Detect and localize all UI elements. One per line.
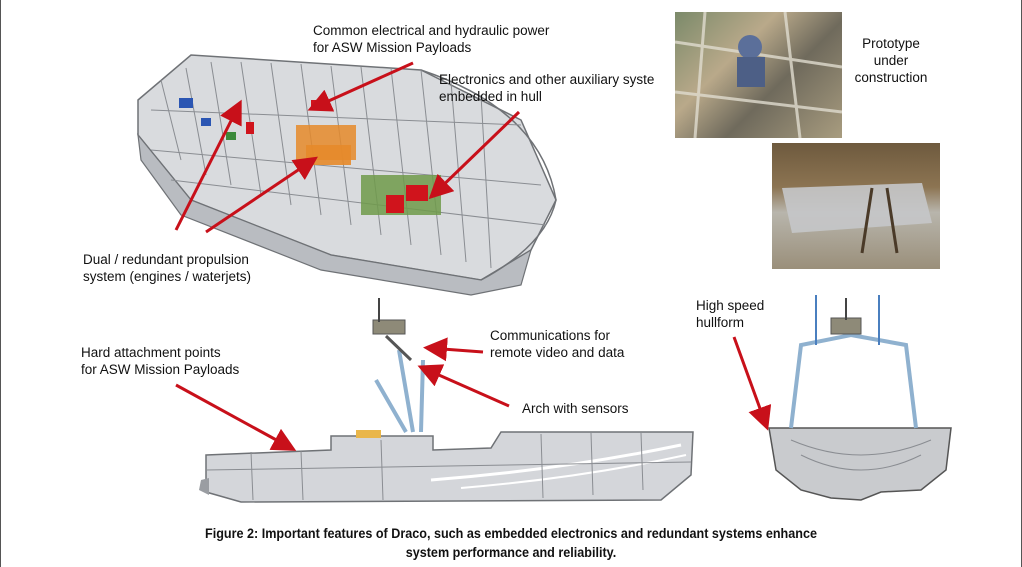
front-view-illustration <box>768 295 952 501</box>
label-communications: Communications for remote video and data <box>490 328 625 360</box>
label-electronics: Electronics and other auxiliary syste em… <box>439 72 655 104</box>
orange-power-unit <box>306 145 351 165</box>
label-common-power: Common electrical and hydraulic power fo… <box>313 23 550 55</box>
label-arch: Arch with sensors <box>522 401 629 416</box>
red-component <box>246 122 254 134</box>
red-component <box>386 195 404 213</box>
label-hullform: High speed hullform <box>696 298 765 330</box>
arrow-communications <box>423 337 484 362</box>
equipment-block <box>179 98 193 108</box>
figure-caption: Figure 2: Important features of Draco, s… <box>205 525 817 560</box>
side-profile-illustration <box>199 298 694 503</box>
arrow-propulsion-2 <box>205 156 318 234</box>
prototype-photo-bottom <box>772 143 940 269</box>
label-attachment: Hard attachment points for ASW Mission P… <box>81 345 240 377</box>
arrow-arch <box>417 364 510 408</box>
prototype-photo-top <box>675 12 842 138</box>
label-prototype: Prototype under construction <box>854 36 928 85</box>
radar-dome <box>372 319 406 335</box>
arrow-propulsion-1 <box>174 99 242 231</box>
arrow-hullform <box>732 336 772 431</box>
arrow-attachment <box>175 383 297 451</box>
red-component <box>406 185 428 201</box>
arrow-common-power <box>307 61 414 112</box>
label-propulsion: Dual / redundant propulsion system (engi… <box>83 252 252 284</box>
arrow-electronics <box>428 110 521 200</box>
equipment-block <box>226 132 236 140</box>
equipment-block <box>201 118 211 126</box>
